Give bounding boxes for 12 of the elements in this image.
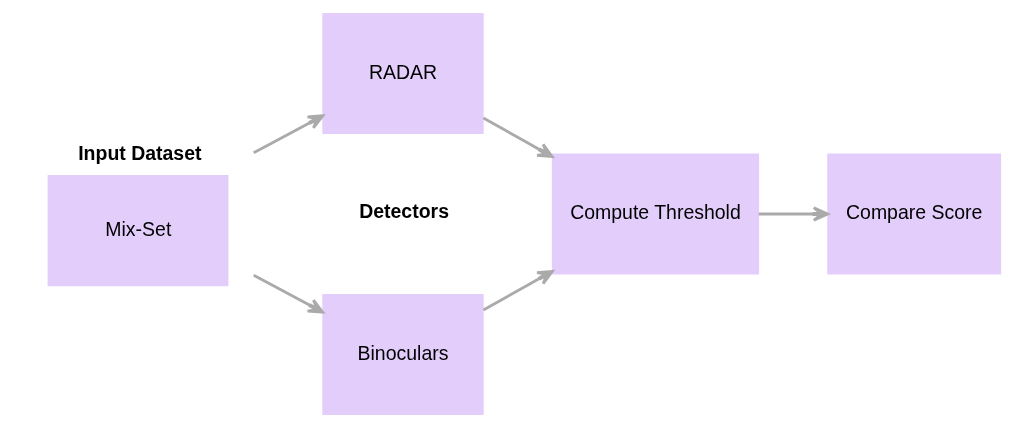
node-label: Input Dataset <box>77 142 202 165</box>
arrow <box>482 116 554 159</box>
arrow <box>482 269 554 312</box>
node-box: Binoculars <box>321 294 484 415</box>
arrow <box>758 206 829 222</box>
arrow <box>252 114 324 154</box>
arrow <box>252 274 324 314</box>
node-box: Compare Score <box>826 153 1001 275</box>
node-box: RADAR <box>321 13 484 134</box>
node-box: Mix-Set <box>47 175 228 287</box>
label: Detectors <box>358 199 449 222</box>
node-box: Compute Threshold <box>551 153 759 275</box>
